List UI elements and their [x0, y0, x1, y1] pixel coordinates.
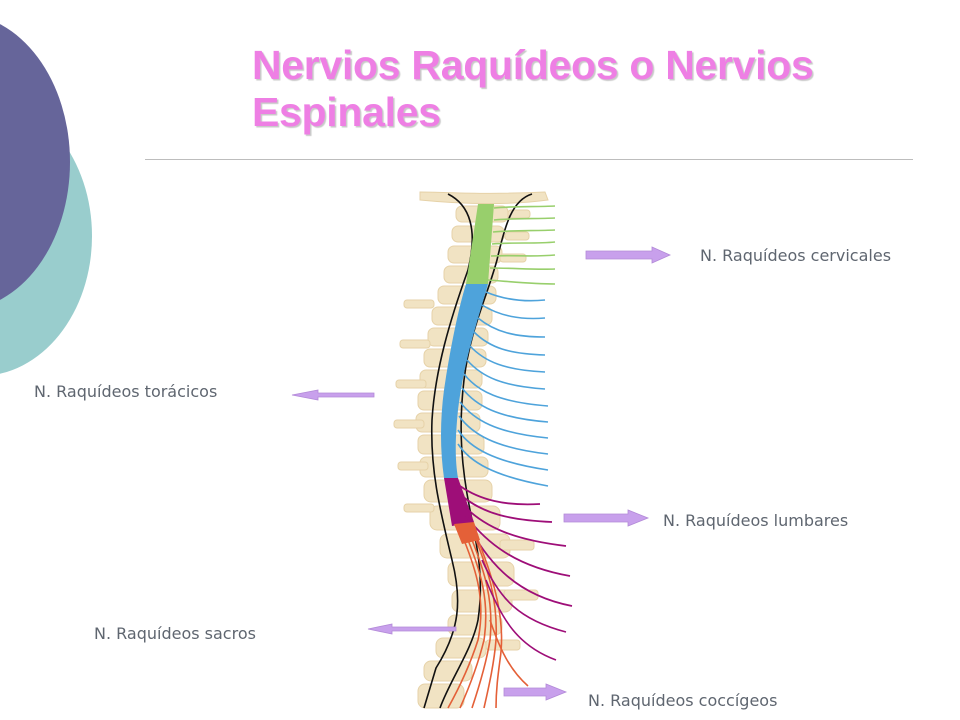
arrow-lumbar [563, 509, 650, 527]
label-coccygeal: N. Raquídeos coccígeos [588, 691, 778, 710]
arrows [291, 246, 671, 701]
arrow-cervical [585, 246, 671, 264]
label-sacral: N. Raquídeos sacros [94, 624, 256, 643]
title-line-1: Nervios Raquídeos o Nervios [252, 42, 814, 88]
label-lumbar: N. Raquídeos lumbares [663, 511, 849, 530]
thoracic-segment [441, 284, 549, 487]
label-thoracic: N. Raquídeos torácicos [34, 382, 218, 401]
title-line-2: Espinales [252, 89, 441, 135]
title-divider [145, 159, 913, 160]
coccygeal-nerves [489, 619, 529, 687]
label-cervical: N. Raquídeos cervicales [700, 246, 892, 265]
dark-circle [0, 24, 70, 300]
page-title: Nervios Raquídeos o Nervios Espinales [252, 42, 892, 136]
cervical-segment [466, 204, 556, 285]
arrow-thoracic [291, 389, 375, 401]
arrow-coccygeal [503, 683, 568, 701]
arrow-sacral [367, 623, 457, 635]
sacral-nerves-magenta [481, 559, 567, 661]
